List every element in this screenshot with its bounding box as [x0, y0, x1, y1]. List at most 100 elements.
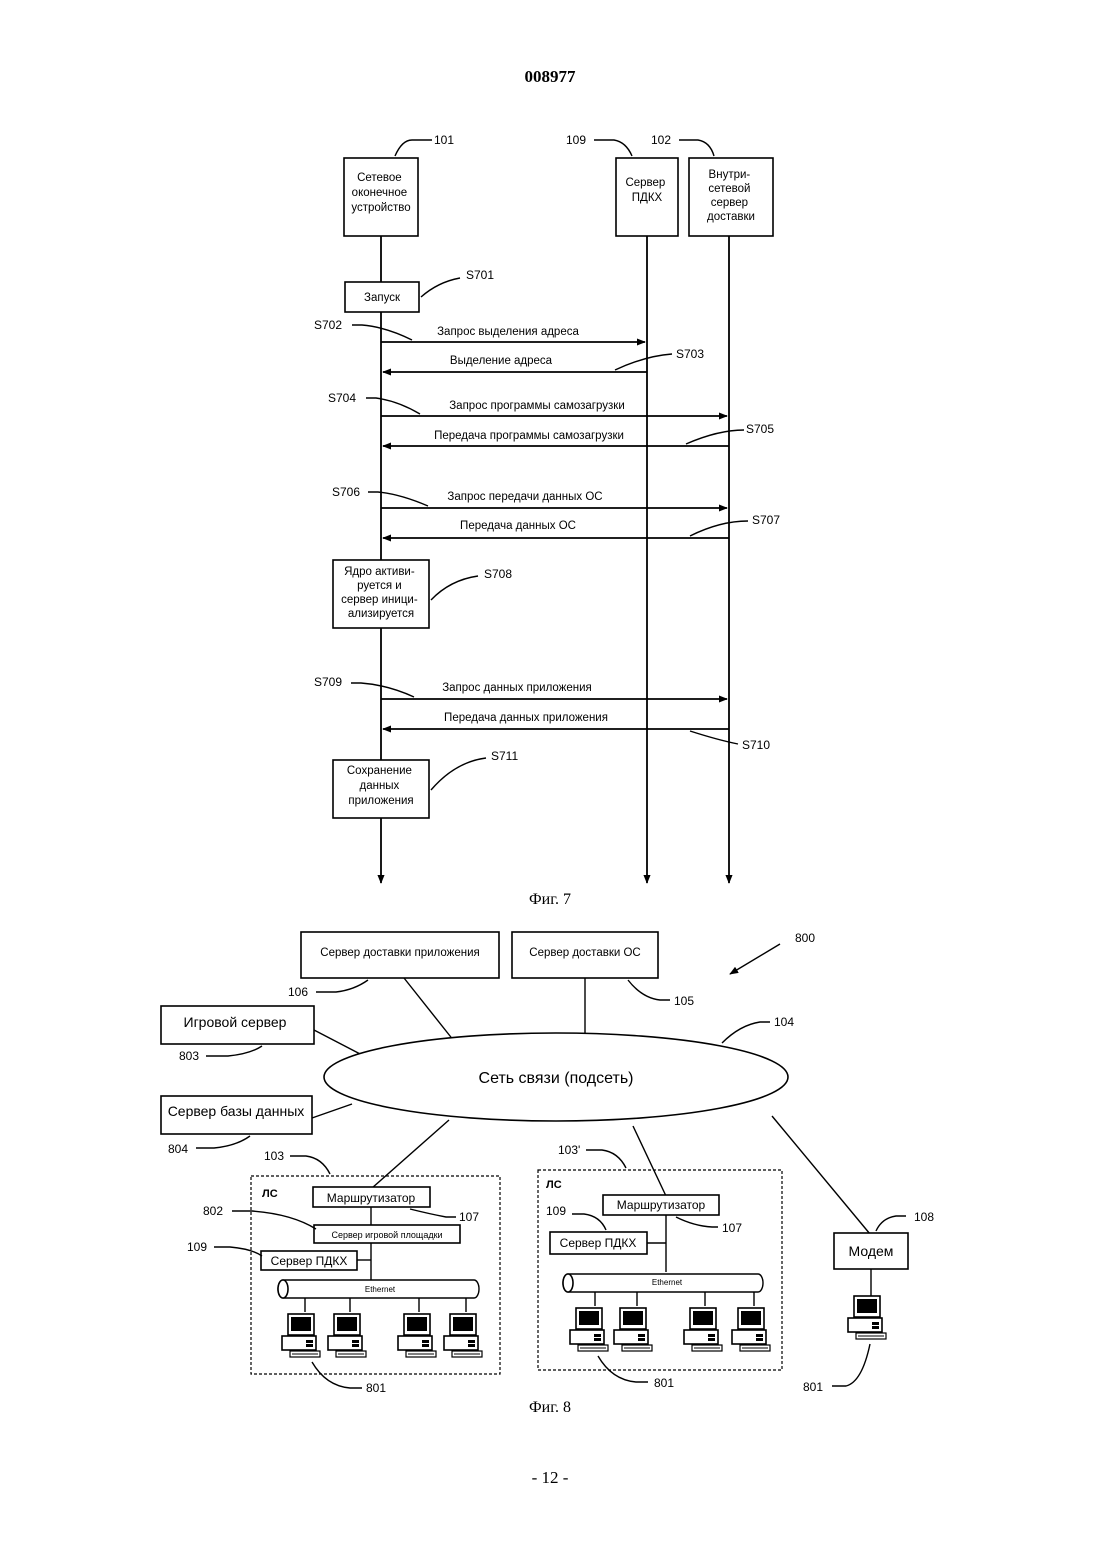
entity-label-line: ПДКХ: [632, 192, 663, 204]
process-label-line: приложения: [348, 795, 413, 807]
ref-107: 107: [459, 1210, 479, 1224]
message-s703: Выделение адреса S703: [383, 347, 704, 372]
terminal-pc: [614, 1308, 652, 1351]
ref-804: 804: [168, 1142, 188, 1156]
entity-label-line: Внутри-: [709, 169, 751, 181]
message-text: Запрос данных приложения: [442, 682, 592, 694]
entity-label-line: Сервер: [625, 177, 665, 189]
message-text: Передача программы самозагрузки: [434, 430, 624, 442]
ref-107: 107: [722, 1221, 742, 1235]
message-text: Передача данных приложения: [444, 712, 608, 724]
terminal-pc: [684, 1308, 722, 1351]
ref-104: 104: [774, 1015, 794, 1029]
process-label-line: ализируется: [348, 608, 414, 620]
figure-7-caption: Фиг. 7: [529, 891, 571, 908]
database-server: Сервер базы данных 804: [161, 1096, 312, 1156]
router-label: Маршрутизатор: [617, 1198, 706, 1212]
message-text: Запрос передачи данных ОС: [447, 491, 602, 503]
link-lan-2: [633, 1126, 666, 1196]
message-s704: Запрос программы самозагрузки S704: [328, 391, 727, 416]
ethernet-label: Ethernet: [365, 1285, 396, 1294]
game-server: Игровой сервер 803: [161, 1006, 314, 1063]
ref-106: 106: [288, 985, 308, 999]
figure-8-network-diagram: 800 Сервер доставки приложения 106 Серве…: [161, 931, 934, 1416]
ref-803: 803: [179, 1049, 199, 1063]
message-s707: Передача данных ОС S707: [383, 513, 780, 538]
process-label: Запуск: [364, 292, 401, 304]
message-s702: Запрос выделения адреса S702: [314, 318, 645, 342]
ethernet-bus: Ethernet: [278, 1280, 479, 1298]
entity-label-line: устройство: [351, 202, 410, 214]
message-text: Передача данных ОС: [460, 520, 576, 532]
process-box-s708: Ядро активи- руется и сервер иници- ализ…: [333, 560, 512, 628]
step-label-s711: S711: [491, 749, 518, 763]
server-label: Игровой сервер: [184, 1014, 287, 1030]
ethernet-label: Ethernet: [652, 1278, 683, 1287]
terminal-pc: [570, 1308, 608, 1351]
terminal-pc: [398, 1314, 436, 1357]
router-label: Маршрутизатор: [327, 1191, 416, 1205]
dhcp-server-label: Сервер ПДКХ: [271, 1254, 348, 1268]
message-text: Запрос программы самозагрузки: [449, 400, 625, 412]
step-label-s704: S704: [328, 391, 356, 405]
step-label-s708: S708: [484, 567, 512, 581]
ethernet-bus: Ethernet: [563, 1274, 763, 1292]
lan-title: ЛС: [262, 1188, 278, 1200]
process-label-line: данных: [359, 780, 399, 792]
system-ref-arrow: [730, 944, 780, 974]
terminal-pc: [444, 1314, 482, 1357]
ref-108: 108: [914, 1210, 934, 1224]
ref-105: 105: [674, 994, 694, 1008]
step-label-s701: S701: [466, 268, 494, 282]
message-s710: Передача данных приложения S710: [383, 712, 770, 752]
ref-801: 801: [654, 1376, 674, 1390]
entity-label-line: доставки: [707, 211, 755, 223]
entity-dhcp-server: Сервер ПДКХ 109: [566, 133, 678, 236]
process-label-line: Ядро активи-: [344, 566, 415, 578]
figure-8-caption: Фиг. 8: [529, 1399, 571, 1416]
ref-801: 801: [803, 1380, 823, 1394]
link-app-server: [404, 978, 454, 1041]
entity-label-line: оконечное: [352, 187, 407, 199]
ref-103-prime: 103': [558, 1143, 580, 1157]
page-footer: - 12 -: [532, 1468, 569, 1487]
step-label-s702: S702: [314, 318, 342, 332]
entity-label-line: сервер: [711, 197, 748, 209]
message-s706: Запрос передачи данных ОС S706: [332, 485, 727, 508]
process-box-s701: Запуск S701: [345, 268, 494, 312]
step-label-s707: S707: [752, 513, 780, 527]
network-label: Сеть связи (подсеть): [479, 1070, 634, 1087]
process-label-line: сервер иници-: [341, 594, 418, 606]
game-area-server-label: Сервер игровой площадки: [331, 1230, 442, 1240]
message-s709: Запрос данных приложения S709: [314, 675, 727, 699]
server-label: Сервер доставки ОС: [529, 947, 640, 959]
server-label: Сервер базы данных: [168, 1103, 305, 1119]
ref-103: 103: [264, 1149, 284, 1163]
process-box-s711: Сохранение данных приложения S711: [333, 749, 518, 818]
terminal-pc: [282, 1314, 320, 1357]
lan-103-prime: ЛС 103' Маршрутизатор 107 Сервер ПДКХ 10…: [538, 1143, 782, 1390]
lan-103: ЛС 103 Маршрутизатор 107 Сервер игровой …: [187, 1149, 500, 1395]
step-label-s705: S705: [746, 422, 774, 436]
link-db-server: [312, 1104, 352, 1118]
message-text: Выделение адреса: [450, 355, 553, 367]
entity-label-line: Сетевое: [357, 172, 402, 184]
step-label-s710: S710: [742, 738, 770, 752]
terminal-pc: [848, 1296, 886, 1339]
os-delivery-server: Сервер доставки ОС 105: [512, 932, 694, 1008]
figure-7-sequence-diagram: Сетевое оконечное устройство 101 Сервер …: [314, 133, 780, 908]
page-number-header: 008977: [525, 67, 577, 86]
dhcp-server-label: Сервер ПДКХ: [560, 1236, 637, 1250]
step-label-s706: S706: [332, 485, 360, 499]
ref-800: 800: [795, 931, 815, 945]
message-text: Запрос выделения адреса: [437, 326, 579, 338]
step-label-s703: S703: [676, 347, 704, 361]
svg-text:Сетевое оконечное: Сетевое оконечное устройство: [351, 172, 410, 214]
ref-802: 802: [203, 1204, 223, 1218]
entity-network-terminal: Сетевое оконечное устройство 101: [344, 133, 454, 236]
ref-109: 109: [187, 1240, 207, 1254]
link-lan-1: [372, 1120, 449, 1188]
link-modem: [772, 1116, 870, 1234]
terminal-pc: [732, 1308, 770, 1351]
